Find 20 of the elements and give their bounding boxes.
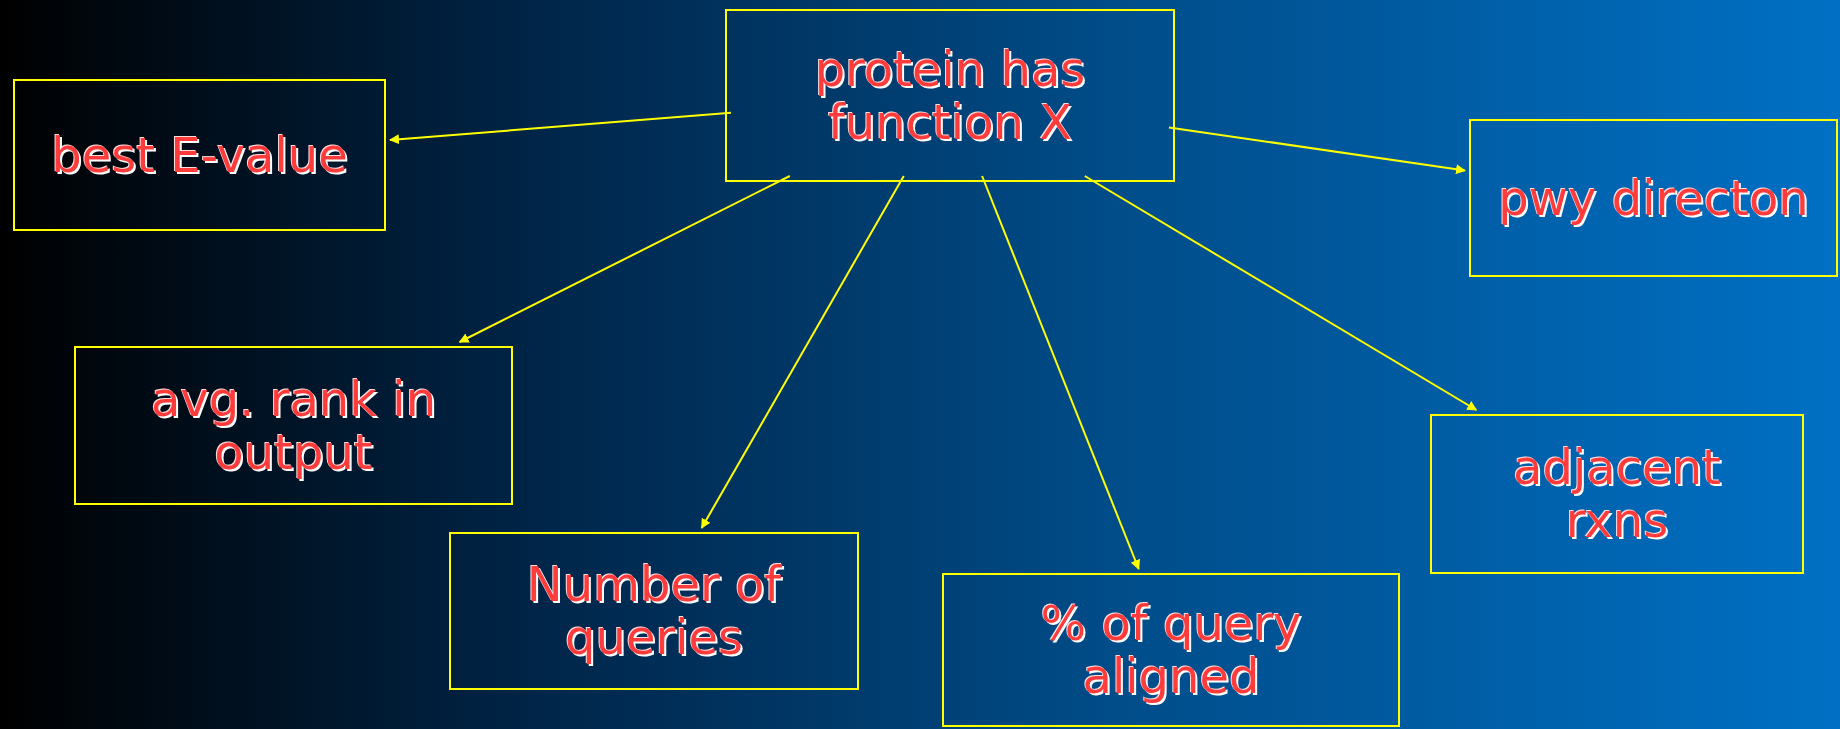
arrow xyxy=(1168,126,1466,175)
arrow xyxy=(1083,175,1478,411)
arrow xyxy=(458,175,791,343)
arrow xyxy=(981,175,1141,570)
label-box xyxy=(942,573,1400,727)
box-label: protein has function X xyxy=(813,42,1087,149)
label-box xyxy=(74,346,513,505)
label-box xyxy=(725,9,1175,182)
arrow xyxy=(389,111,732,145)
label-box xyxy=(13,79,386,231)
box-label: best E-value xyxy=(51,128,348,182)
label-box xyxy=(449,532,859,690)
box-label: Number of queries xyxy=(525,558,783,664)
box-label: adjacent rxns xyxy=(1512,441,1722,547)
arrow xyxy=(700,175,905,529)
label-box xyxy=(1469,119,1838,277)
box-label: % of query aligned xyxy=(1039,597,1303,703)
box-label: avg. rank in output xyxy=(149,372,438,479)
box-label: pwy directon xyxy=(1498,171,1809,225)
label-box xyxy=(1430,414,1804,574)
